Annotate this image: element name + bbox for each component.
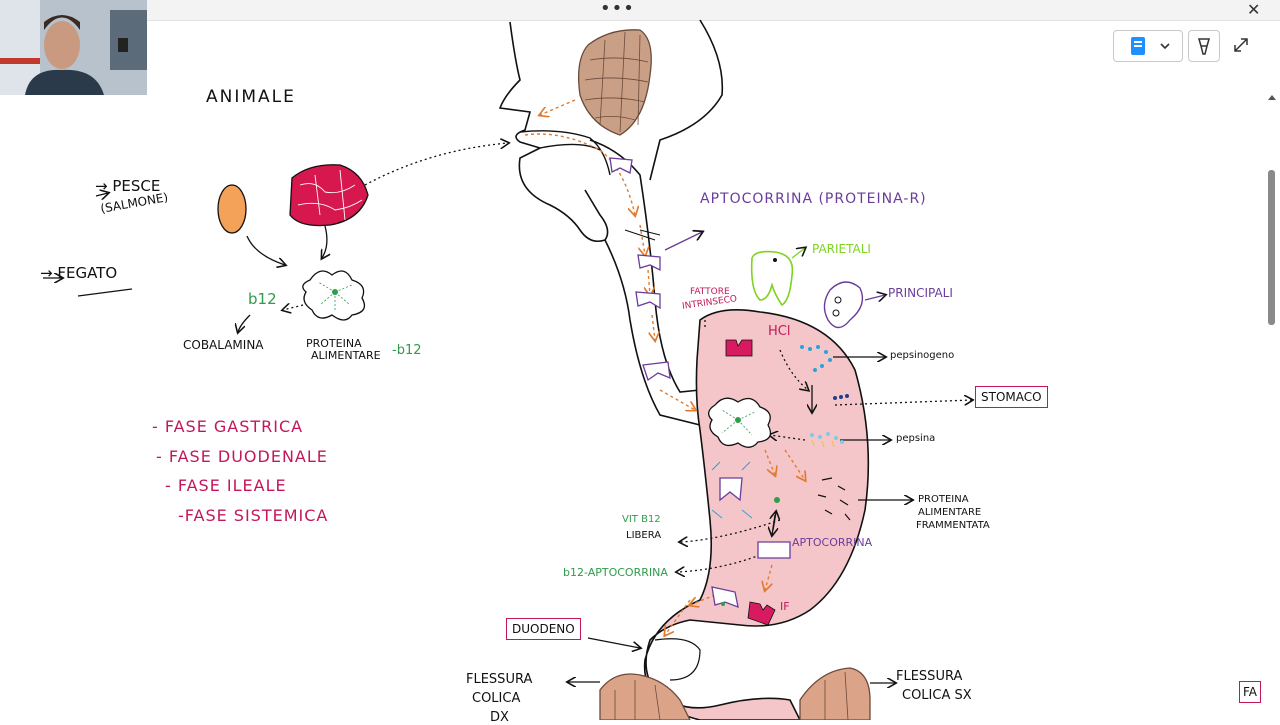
principal-cell (823, 281, 864, 329)
partial-box: FA (1239, 681, 1262, 703)
pancreas (577, 29, 652, 136)
esophagus (589, 139, 701, 393)
cobalamina-label: COBALAMINA (183, 338, 264, 352)
hcl-label: HCl (768, 324, 791, 339)
b12-label: b12 (248, 290, 277, 308)
pesce-label: → PESCE (95, 177, 161, 195)
stomaco-box: STOMACO (975, 386, 1048, 408)
phase-ileale: - FASE ILEALE (165, 476, 287, 495)
aptocorrina-title: APTOCORRINA (PROTEINA-R) (700, 191, 927, 207)
colon-right (599, 673, 691, 720)
principali-label: PRINCIPALI (888, 286, 953, 300)
flessura-dx-label-1: FLESSURA (466, 672, 533, 687)
flessura-sx-label-1: FLESSURA (896, 669, 963, 684)
proteina-fram-label-1: PROTEINA (918, 494, 969, 505)
stomach (643, 309, 870, 720)
presenter-video-icon (0, 0, 147, 95)
parietali-label: PARIETALI (812, 242, 871, 256)
egg (217, 184, 247, 234)
expand-icon[interactable] (1232, 36, 1250, 54)
more-options-icon[interactable]: ••• (600, 0, 635, 19)
chevron-down-icon (1160, 43, 1170, 50)
b12-aptocorrina-label: b12-APTOCORRINA (563, 566, 668, 579)
pepsina-label: pepsina (896, 433, 936, 444)
close-icon[interactable]: ✕ (1247, 0, 1261, 19)
libera-label: LIBERA (626, 530, 662, 541)
animale-label: ANIMALE (206, 87, 296, 107)
highlighter-icon (1198, 38, 1210, 55)
webcam-overlay (0, 0, 147, 95)
window-title-bar: ••• ✕ (0, 0, 1280, 21)
vit-b12-label: VIT B12 (622, 514, 661, 525)
vertical-scrollbar[interactable] (1265, 95, 1279, 715)
proteina-b12-label: -b12 (392, 343, 422, 358)
pepsinogeno-label: pepsinogeno (890, 350, 955, 361)
highlighter-button[interactable] (1188, 30, 1220, 62)
proteina-label-2: ALIMENTARE (311, 349, 381, 362)
colon-left (799, 667, 871, 720)
aptocorrina-stomach-label: APTOCORRINA (792, 536, 873, 549)
notebook-icon (1131, 37, 1170, 55)
proteina-label-1: PROTEINA (306, 337, 362, 350)
parietal-cell (750, 250, 794, 307)
phase-duodenale: - FASE DUODENALE (156, 447, 328, 466)
fegato-label: → FEGATO (40, 264, 118, 282)
duodeno-box: DUODENO (506, 618, 581, 640)
notebook-selector[interactable] (1113, 30, 1183, 62)
if-label: IF (780, 600, 790, 613)
protein-blob (302, 270, 366, 321)
proteina-fram-label-2: ALIMENTARE (918, 507, 982, 518)
meat (289, 164, 369, 227)
head-outline (498, 21, 609, 243)
flessura-sx-label-2: COLICA SX (902, 688, 972, 703)
flessura-dx-label-2: COLICA (472, 691, 521, 706)
phase-gastrica: - FASE GASTRICA (152, 417, 304, 436)
proteina-fram-label-3: FRAMMENTATA (916, 520, 990, 531)
flessura-dx-label-3: DX (490, 710, 509, 725)
fattore-label-1: FATTORE (690, 287, 730, 297)
phase-sistemica: -FASE SISTEMICA (178, 506, 329, 525)
scrollbar-thumb (1268, 170, 1275, 325)
